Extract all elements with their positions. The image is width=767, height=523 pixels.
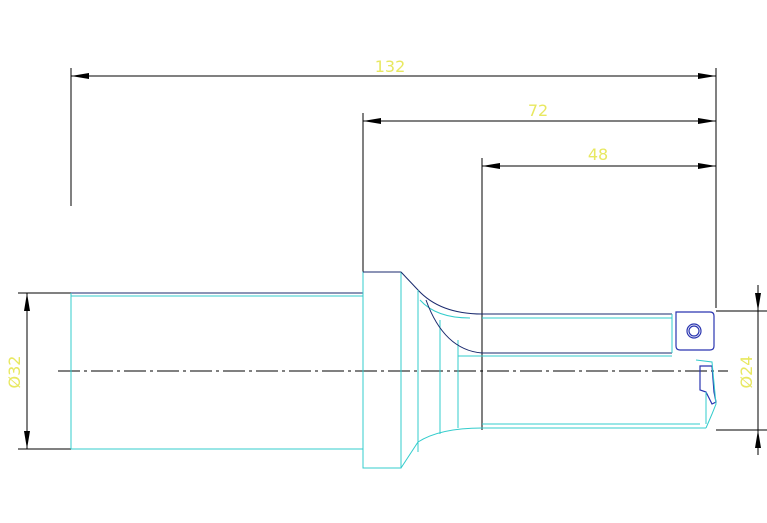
neck-lower-curve — [400, 427, 706, 469]
dimension-flute-length: 48 — [481, 145, 716, 430]
arrow-right-icon — [698, 73, 716, 79]
arrow-right-icon — [698, 163, 716, 169]
flute-upper-edge — [425, 299, 672, 354]
arrow-left-icon — [482, 163, 500, 169]
arrow-up-icon — [755, 430, 761, 448]
collar-body — [362, 271, 402, 469]
dimension-label-d24: Ø24 — [737, 356, 756, 389]
neck-upper-inner — [419, 299, 471, 319]
dimension-drill-diameter: Ø24 — [716, 285, 767, 455]
arrow-down-icon — [24, 431, 30, 449]
collar — [362, 271, 402, 469]
dimension-label-132: 132 — [375, 57, 406, 76]
dimension-overall-length: 132 — [70, 57, 717, 308]
cutting-insert-bottom — [695, 359, 717, 429]
insert-square-icon — [675, 311, 715, 351]
arrow-up-icon — [24, 293, 30, 311]
neck-transition — [400, 271, 706, 469]
arrow-right-icon — [698, 118, 716, 124]
insert-bottom-icon — [699, 365, 717, 405]
dimension-shank-diameter: Ø32 — [5, 292, 71, 450]
neck-upper-curve — [400, 271, 672, 315]
insert-bottom-outline — [695, 359, 717, 429]
shank — [70, 292, 363, 450]
insert-screw-slot-icon — [688, 325, 700, 337]
cutting-insert-top — [671, 311, 715, 353]
dimension-label-72: 72 — [528, 101, 548, 120]
insert-screw-icon — [686, 323, 702, 339]
arrow-left-icon — [363, 118, 381, 124]
arrow-left-icon — [71, 73, 89, 79]
dimension-label-d32: Ø32 — [5, 356, 24, 389]
arrow-down-icon — [755, 293, 761, 311]
dimension-label-48: 48 — [588, 145, 608, 164]
dimension-body-length: 72 — [362, 101, 716, 272]
drill-body — [482, 317, 700, 425]
